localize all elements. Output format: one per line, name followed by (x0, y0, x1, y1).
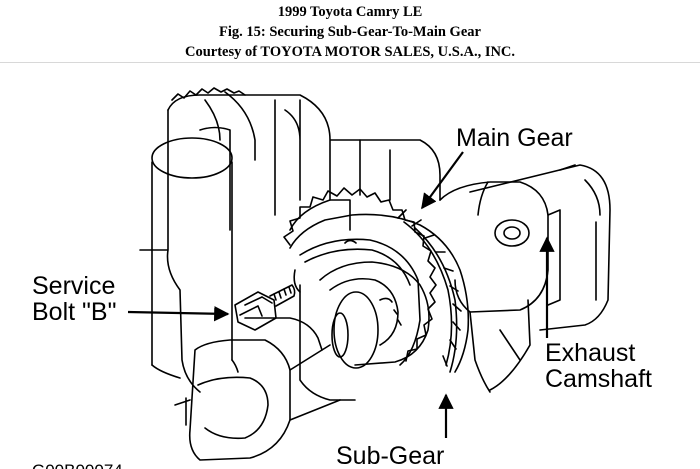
main-gear (283, 187, 470, 373)
label-service-line2: Bolt "B" (32, 298, 116, 326)
service-bolt (234, 284, 296, 331)
cylinder-head-outline (167, 94, 441, 231)
sub-gear-ring (299, 238, 421, 366)
head-left-wall (139, 109, 201, 393)
label-sub-gear: Sub-Gear (336, 442, 444, 469)
service-bolt-leader (127, 306, 230, 322)
main-gear-leader (421, 151, 464, 210)
exhaust-camshaft (469, 164, 611, 331)
label-service-line1: Service (32, 272, 115, 300)
figure-credit: Courtesy of TOYOTA MOTOR SALES, U.S.A., … (184, 44, 516, 60)
figure-header: 1999 Toyota Camry LE Fig. 15: Securing S… (0, 0, 700, 64)
camshaft-journal (319, 261, 430, 366)
label-main-gear: Main Gear (456, 124, 573, 152)
label-figure-code: G00B00074 (32, 461, 123, 469)
header-divider (0, 62, 700, 63)
label-exhaust-line1: Exhaust (545, 339, 635, 367)
label-exhaust-line2: Camshaft (545, 365, 652, 393)
vehicle-title: 1999 Toyota Camry LE (277, 4, 423, 20)
camshaft-bearing-cap (439, 181, 549, 313)
lower-journal (188, 339, 291, 461)
left-cylinder (151, 161, 233, 366)
background-gear (171, 87, 256, 161)
figure-caption: Fig. 15: Securing Sub-Gear-To-Main Gear (219, 24, 481, 40)
